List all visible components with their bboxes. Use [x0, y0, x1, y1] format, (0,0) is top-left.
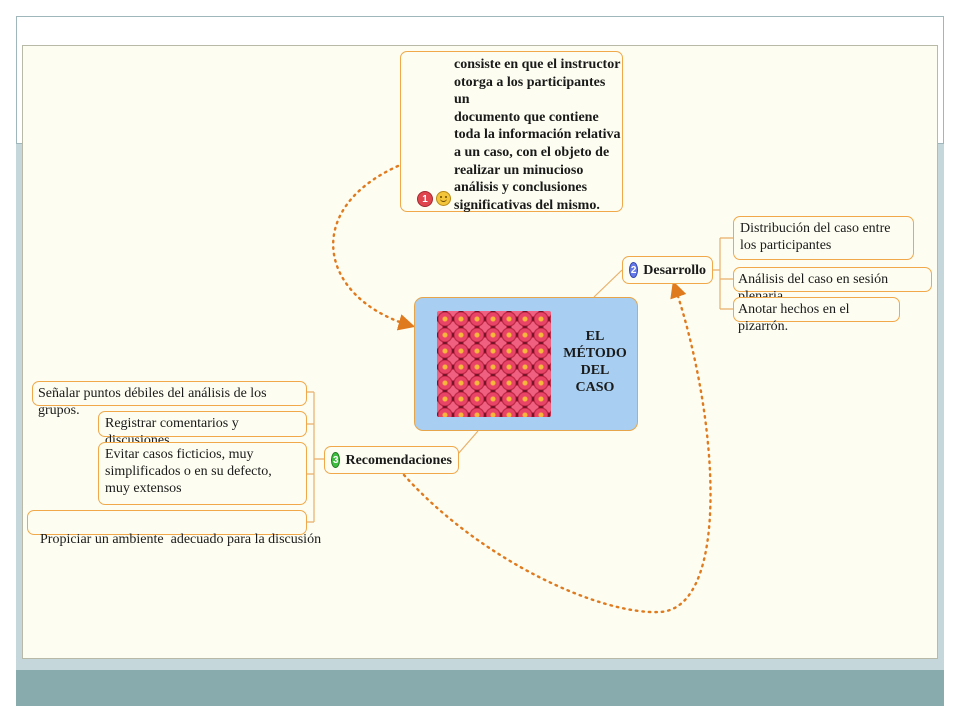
smiley-icon — [436, 191, 451, 206]
definition-line: consiste en que el instructor — [454, 57, 621, 72]
recomendaciones-item[interactable]: Señalar puntos débiles del análisis de l… — [32, 381, 307, 418]
definition-line: análisis y conclusiones — [454, 180, 588, 196]
definition-line: realizar un minucioso — [454, 162, 584, 178]
definition-line: toda la información relativa — [454, 127, 621, 143]
desarrollo-item[interactable]: Distribución del caso entre los particip… — [733, 216, 914, 260]
priority-2-icon: 2 — [629, 262, 639, 278]
desarrollo-item[interactable]: Anotar hechos en el pizarrón. — [733, 297, 900, 334]
slide-footer-bar — [16, 670, 944, 706]
definition-line: significativas del mismo. — [454, 197, 600, 213]
definition-line: documento que contiene — [454, 109, 599, 125]
central-topic-title: EL MÉTODO DEL CASO — [563, 329, 627, 395]
recomendaciones-item-label: Propiciar un ambiente adecuado para la d… — [40, 532, 322, 547]
topic-desarrollo-label: Desarrollo — [643, 262, 706, 278]
recomendaciones-item-label: Señalar puntos débiles del análisis de l… — [38, 386, 267, 418]
definition-line: a un caso, con el objeto de — [454, 144, 610, 160]
branch-line-recomendaciones — [457, 430, 479, 455]
branch-line-desarrollo — [593, 269, 623, 298]
flowers-photo — [437, 311, 551, 417]
desarrollo-item-label: Distribución del caso entre los particip… — [740, 221, 891, 253]
recomendaciones-item[interactable]: Registrar comentarios y discusiones. — [98, 411, 307, 448]
desarrollo-item-label: Anotar hechos en el pizarrón. — [738, 302, 850, 334]
bracket-recomendaciones — [307, 391, 324, 523]
recomendaciones-item[interactable]: Propiciar un ambiente adecuado para la d… — [27, 510, 321, 547]
definition-node[interactable]: consiste en que el instructor otorga a l… — [400, 51, 623, 214]
priority-1-icon: 1 — [417, 191, 433, 207]
relation-arrow-recomendaciones-desarrollo — [402, 280, 712, 614]
definition-line: otorga a los participantes un — [454, 74, 606, 108]
priority-3-icon: 3 — [331, 452, 341, 468]
bracket-desarrollo — [713, 237, 733, 310]
recomendaciones-item[interactable]: Evitar casos ficticios, muy simplificado… — [98, 442, 307, 505]
topic-recomendaciones-label: Recomendaciones — [345, 452, 452, 468]
topic-recomendaciones[interactable]: 3 Recomendaciones — [324, 446, 459, 474]
relation-arrow-definition — [332, 164, 416, 331]
definition-text: consiste en que el instructor otorga a l… — [454, 56, 622, 214]
recomendaciones-item-label: Evitar casos ficticios, muy simplificado… — [105, 447, 272, 496]
topic-desarrollo[interactable]: 2 Desarrollo — [622, 256, 713, 284]
desarrollo-item[interactable]: Análisis del caso en sesión plenaria — [733, 267, 932, 304]
central-topic[interactable]: EL MÉTODO DEL CASO — [414, 297, 638, 431]
